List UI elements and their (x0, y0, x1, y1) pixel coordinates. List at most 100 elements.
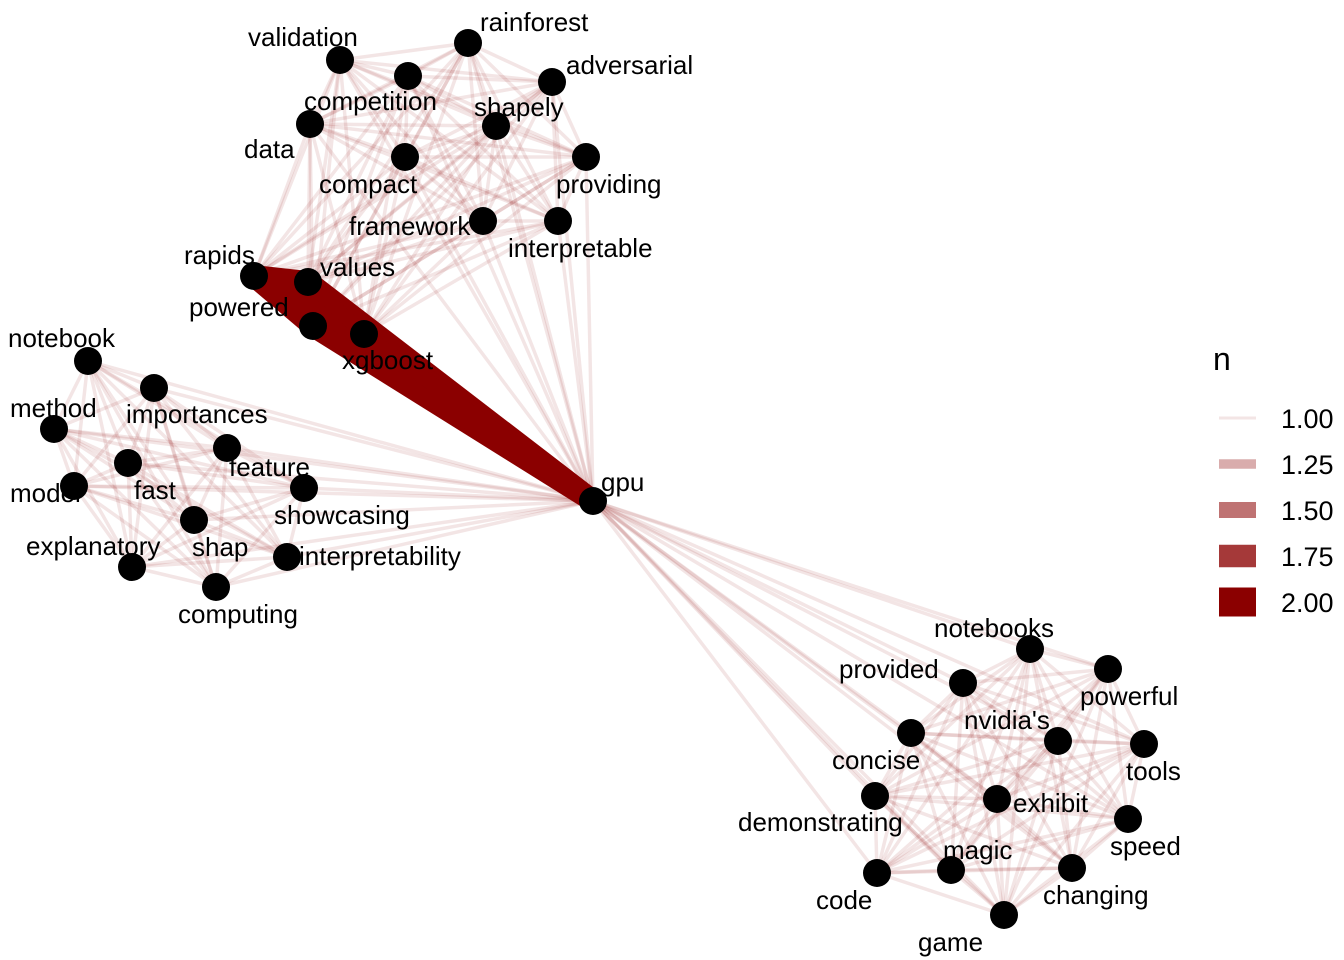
edge (306, 219, 560, 284)
edge (72, 446, 229, 488)
edge (338, 58, 485, 223)
node-concise (897, 719, 925, 747)
node-label: competition (304, 86, 437, 116)
edge (311, 124, 498, 328)
edge (306, 155, 588, 284)
edge (252, 122, 312, 278)
edge (403, 80, 554, 159)
edge (591, 499, 879, 875)
node-framework (469, 207, 497, 235)
edge (875, 647, 1032, 875)
node-showcasing (290, 474, 318, 502)
edge (909, 731, 1146, 746)
edge (306, 155, 407, 284)
edge (86, 359, 289, 559)
edge (875, 681, 965, 875)
edge (466, 41, 560, 223)
edge (909, 731, 953, 872)
edge (306, 80, 554, 284)
legend: n 1.001.251.501.752.00 (1213, 341, 1334, 618)
edge (995, 797, 1074, 870)
edge (308, 122, 366, 336)
edge (308, 122, 498, 128)
edge (1028, 647, 1074, 870)
node-speed (1114, 805, 1142, 833)
edge (362, 80, 554, 336)
edge (362, 219, 485, 336)
edge (152, 386, 595, 503)
edge (873, 647, 1032, 798)
edge (403, 155, 485, 223)
edge (306, 74, 410, 284)
edge (1070, 667, 1110, 870)
edge (252, 155, 407, 278)
node-shapely (482, 112, 510, 140)
node-xgboost (350, 320, 378, 348)
edge (308, 122, 485, 223)
edge (466, 41, 498, 128)
edge (362, 155, 588, 336)
edge (192, 499, 595, 522)
edge (873, 742, 1146, 798)
edge (72, 484, 306, 490)
edge (591, 499, 1146, 746)
node-feature (213, 434, 241, 462)
node-code (863, 859, 891, 887)
edge (252, 58, 342, 278)
node-providing (572, 143, 600, 171)
edge (152, 386, 218, 589)
node-label: concise (832, 745, 920, 775)
node-label: feature (229, 452, 310, 482)
edge (52, 427, 229, 450)
edge (556, 219, 595, 503)
node-interpretability (273, 543, 301, 571)
node-label: validation (248, 22, 358, 52)
edge (875, 797, 999, 875)
node-label: interpretability (299, 541, 461, 571)
edge (961, 681, 1130, 821)
node-computing (202, 573, 230, 601)
edge (52, 427, 306, 490)
edge (311, 80, 554, 328)
node-values (294, 268, 322, 296)
node-method (40, 415, 68, 443)
edge (961, 667, 1110, 685)
node-powered (299, 312, 327, 340)
edge (285, 499, 595, 559)
edge (591, 499, 1032, 651)
edge (214, 499, 595, 589)
node-label: values (320, 252, 395, 282)
node-rapids (240, 262, 268, 290)
node-validation (326, 46, 354, 74)
edge (72, 386, 156, 488)
legend-label: 1.75 (1281, 542, 1334, 572)
edge (225, 446, 289, 559)
edge (126, 461, 306, 490)
edge (52, 427, 134, 569)
edge-layer (52, 41, 1146, 917)
node-label: interpretable (508, 233, 653, 263)
edge (949, 866, 1074, 872)
edge (466, 41, 485, 223)
node-model (60, 472, 88, 500)
node-label: speed (1110, 831, 1181, 861)
edge (466, 41, 554, 84)
node-label: magic (943, 835, 1012, 865)
edge (252, 41, 470, 278)
edge (214, 486, 306, 589)
node-tools (1130, 730, 1158, 758)
node-label: shap (192, 532, 248, 562)
edge (252, 74, 410, 278)
edge (995, 647, 1032, 801)
edge (130, 486, 306, 569)
legend-title: n (1213, 341, 1231, 377)
edge (875, 817, 1130, 875)
node-competition (394, 62, 422, 90)
edge (152, 386, 289, 559)
node-importances (140, 374, 168, 402)
edge (306, 41, 470, 284)
edge (1002, 647, 1032, 917)
edge (86, 359, 196, 522)
edge (338, 58, 595, 503)
node-label: xgboost (342, 345, 434, 375)
